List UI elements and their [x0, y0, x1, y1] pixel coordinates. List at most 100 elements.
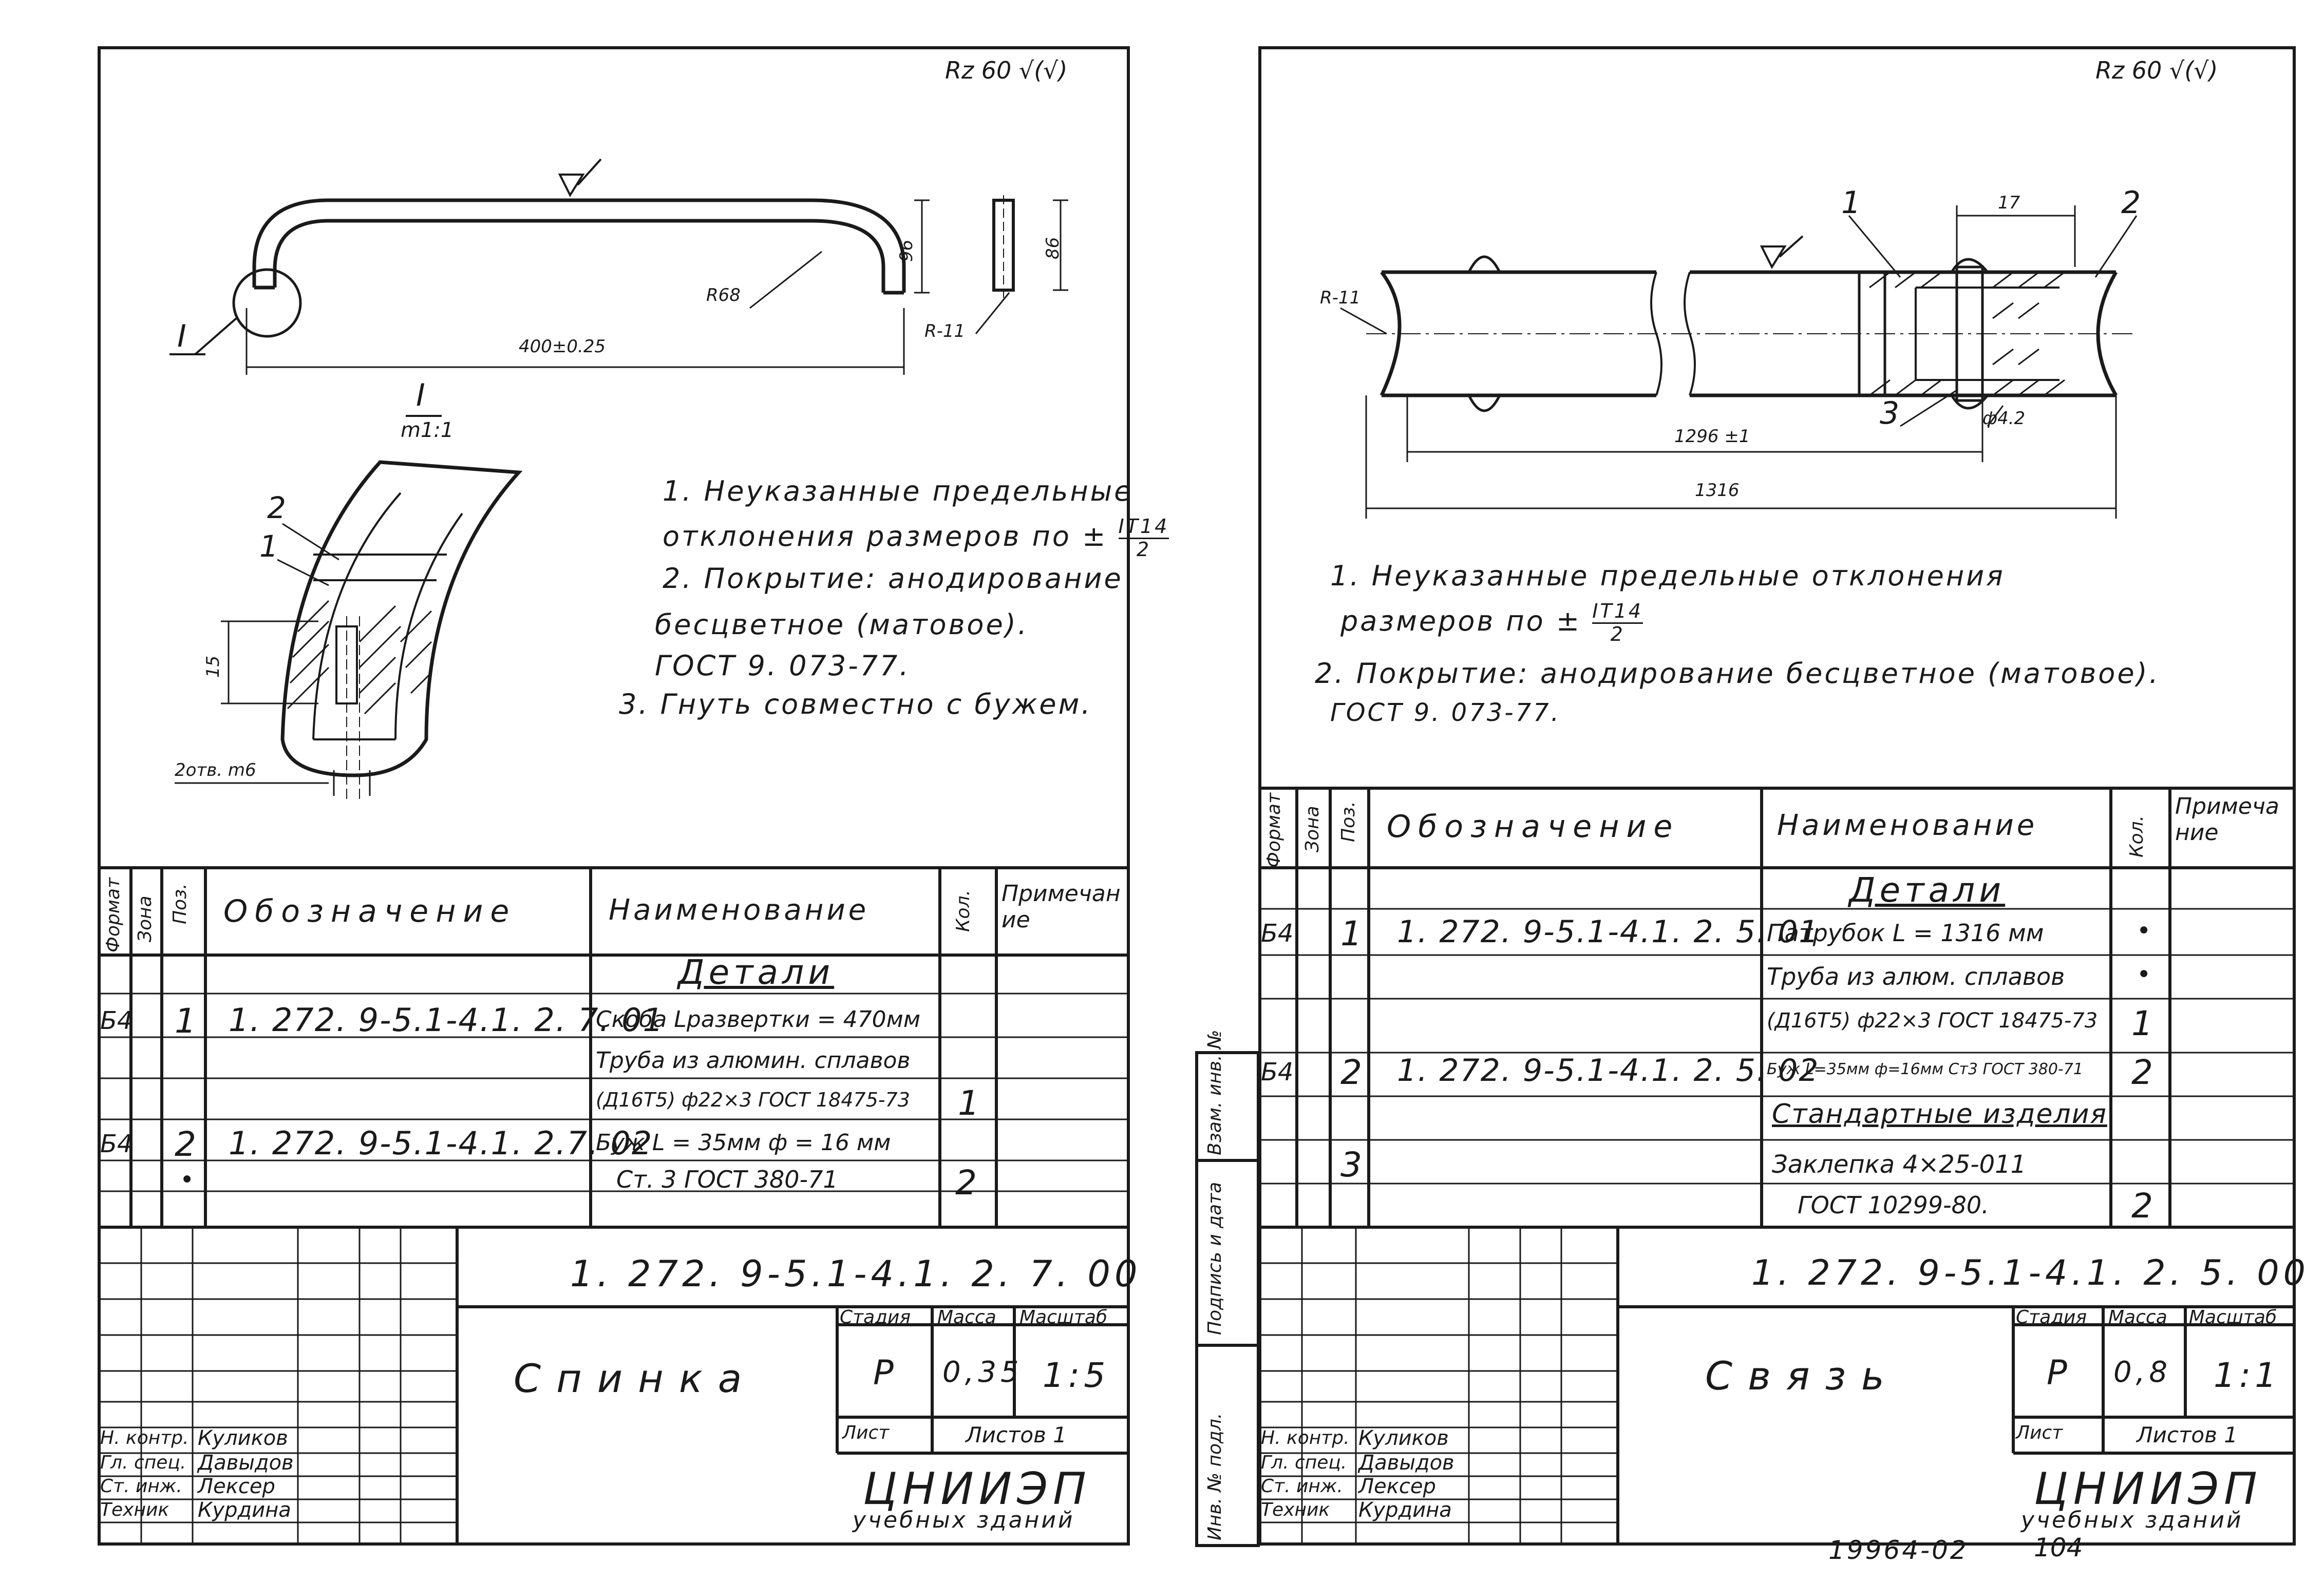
tol-den: 2 — [1136, 538, 1151, 561]
dim-gap: 17 — [1998, 193, 2020, 213]
rrow1-qty: • — [2137, 917, 2151, 945]
name-r-2: Давыдов — [1358, 1451, 1454, 1475]
row1-pos: 1 — [175, 1001, 200, 1041]
stage-r-label: Стадия — [2016, 1307, 2087, 1328]
name-r-3: Лексер — [1358, 1475, 1436, 1498]
row2-name: Труба из алюмин. сплавов — [596, 1047, 911, 1074]
row4-format: Б4 — [100, 1130, 133, 1158]
hdr-designation: Обозначение — [223, 893, 517, 929]
note-r1b-text: размеров по ± — [1340, 604, 1582, 637]
rrow3-name: (Д16Т5) ф22×3 ГОСТ 18475-73 — [1767, 1009, 2098, 1033]
name-3: Лексер — [198, 1475, 275, 1498]
row4-pos: 2 — [175, 1124, 200, 1164]
role-1: Н. контр. — [100, 1427, 189, 1448]
rrow2-qty: • — [2137, 960, 2151, 989]
hdr-r-zone: Зона — [1302, 806, 1323, 852]
name-r-1: Куликов — [1358, 1426, 1449, 1450]
role-3: Ст. инж. — [100, 1476, 182, 1497]
note-2b: бесцветное (матовое). — [655, 608, 1029, 641]
hdr-r-pos: Поз. — [1338, 801, 1359, 842]
name-r-4: Курдина — [1358, 1498, 1452, 1522]
note-r1b: размеров по ± IT14 2 — [1340, 600, 1643, 645]
side-label-inv: Инв. № подл. — [1204, 1413, 1225, 1540]
rrow1-format: Б4 — [1261, 919, 1294, 948]
role-r-3: Ст. инж. — [1261, 1476, 1343, 1497]
mass-label: Масса — [937, 1307, 996, 1328]
org-sub: учебных зданий — [853, 1507, 1075, 1533]
stamp-title: Спинка — [514, 1356, 758, 1401]
note-2c: ГОСТ 9. 073-77. — [655, 650, 911, 682]
section-label: I — [416, 377, 425, 413]
rrow4-designation: 1. 272. 9-5.1-4.1. 2. 5. 02 — [1397, 1053, 1820, 1089]
hdr-note: Примечание — [1002, 881, 1121, 933]
row5-name: Ст. 3 ГОСТ 380-71 — [616, 1166, 838, 1193]
mass-r-value: 0,8 — [2113, 1356, 2172, 1389]
note-1a: 1. Неуказанные предельные — [663, 475, 1133, 507]
dim-hole: ф4.2 — [1982, 408, 2026, 429]
tol-num: IT14 — [1118, 516, 1169, 539]
stamp-r-title: Связь — [1705, 1353, 1900, 1399]
row1-format: Б4 — [100, 1006, 133, 1035]
name-2: Давыдов — [198, 1451, 294, 1475]
dim-radius-r: R-11 — [1320, 288, 1361, 308]
section-mark: I — [177, 318, 186, 354]
sheet-r-label: Лист — [2016, 1422, 2063, 1443]
org-r-sub: учебных зданий — [2021, 1507, 2243, 1533]
role-r-1: Н. контр. — [1261, 1427, 1350, 1448]
section-r-standard: Стандартные изделия — [1772, 1099, 2107, 1130]
rrow7-name: ГОСТ 10299-80. — [1798, 1191, 1989, 1219]
role-r-2: Гл. спец. — [1261, 1452, 1347, 1473]
rrow1-designation: 1. 272. 9-5.1-4.1. 2. 5. 01 — [1397, 914, 1820, 950]
rrow1-pos: 1 — [1340, 914, 1366, 954]
stage-r-value: Р — [2047, 1353, 2071, 1393]
rrow7-qty: 2 — [2131, 1186, 2157, 1226]
sheet-label: Лист — [842, 1422, 890, 1443]
stamp-r-code: 1. 272. 9-5.1-4.1. 2. 5. 00 — [1751, 1253, 2310, 1293]
note-3: 3. Гнуть совместно с бужем. — [619, 688, 1092, 720]
note-1b: отклонения размеров по ± IT14 2 — [663, 516, 1169, 561]
row4-designation: 1. 272. 9-5.1-4.1. 2.7. 02 — [229, 1124, 653, 1162]
rrow2-name: Труба из алюм. сплавов — [1767, 963, 2065, 990]
callout-r1: 1 — [1841, 185, 1861, 221]
album-number: 19964-02 — [1828, 1535, 1969, 1565]
row1-designation: 1. 272. 9-5.1-4.1. 2. 7. 01 — [229, 1001, 665, 1039]
side-label-sign: Подпись и дата — [1204, 1181, 1225, 1335]
rrow4-name: Буж L=35мм ф=16мм Ст3 ГОСТ 380-71 — [1767, 1060, 2083, 1078]
rrow3-qty: 1 — [2131, 1004, 2157, 1043]
rrow4-qty: 2 — [2131, 1053, 2157, 1092]
org-name: ЦНИИЭП — [863, 1463, 1091, 1515]
note-r2a: 2. Покрытие: анодирование бесцветное (ма… — [1315, 657, 2160, 690]
scale-r-value: 1:1 — [2214, 1356, 2281, 1395]
right-sheet-frame — [1258, 46, 2296, 1546]
hdr-name: Наименование — [609, 893, 870, 927]
page-number: 104 — [2034, 1533, 2083, 1562]
callout-r2: 2 — [2121, 185, 2141, 221]
mass-value: 0,35 — [942, 1356, 1023, 1389]
mass-r-label: Масса — [2108, 1307, 2167, 1328]
note-1b-text: отклонения размеров по ± — [663, 520, 1108, 552]
hdr-r-qty: Кол. — [2126, 815, 2147, 857]
roughness-mark-right: Rz 60 √(√) — [2095, 56, 2218, 84]
section-details: Детали — [678, 952, 835, 992]
callout-r3: 3 — [1880, 395, 1900, 431]
stage-label: Стадия — [840, 1307, 911, 1328]
callout-2: 2 — [267, 490, 286, 525]
name-4: Курдина — [198, 1498, 291, 1522]
left-sheet: Rz 60 √(√) — [0, 0, 1169, 1582]
dim-radius: R68 — [706, 285, 741, 306]
tol-den-r: 2 — [1610, 622, 1625, 645]
org-r-name: ЦНИИЭП — [2034, 1463, 2262, 1515]
rrow4-pos: 2 — [1340, 1053, 1366, 1092]
rrow6-pos: 3 — [1340, 1145, 1366, 1185]
rrow4-format: Б4 — [1261, 1058, 1294, 1087]
stage-value: Р — [873, 1353, 898, 1393]
dim-length-1316: 1316 — [1695, 480, 1740, 501]
name-1: Куликов — [198, 1426, 288, 1450]
row4-name: Буж L = 35мм ф = 16 мм — [596, 1130, 891, 1156]
left-sheet-frame — [98, 46, 1130, 1546]
dim-holes: 2отв. m6 — [175, 760, 256, 780]
hdr-r-designation: Обозначение — [1387, 809, 1680, 845]
stamp-code: 1. 272. 9-5.1-4.1. 2. 7. 00 — [570, 1253, 1142, 1295]
